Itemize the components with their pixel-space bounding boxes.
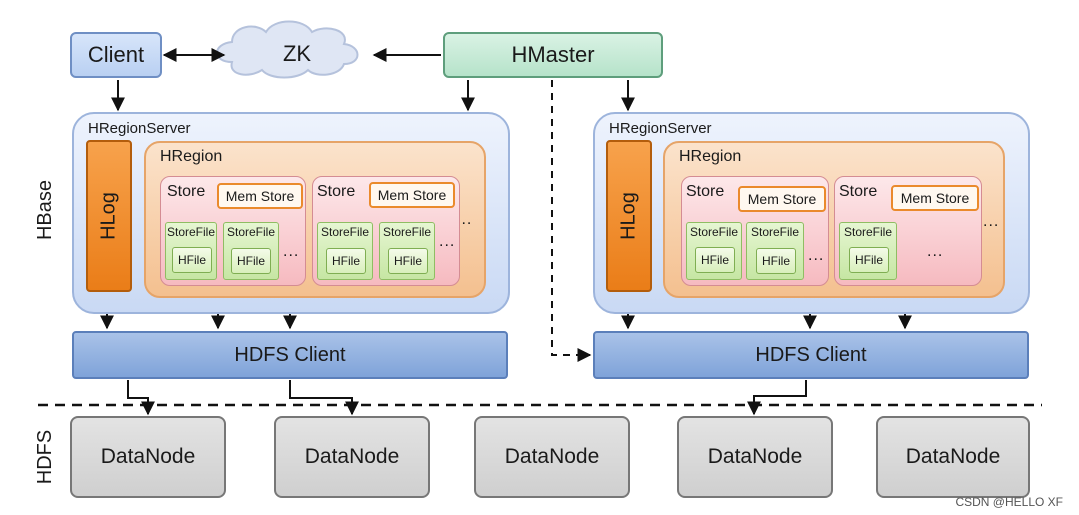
hmaster-label: HMaster — [511, 42, 595, 67]
memstore-box: Mem Store — [217, 183, 303, 209]
memstore-box: Mem Store — [738, 186, 826, 212]
datanode-label: DataNode — [905, 445, 1001, 468]
store-title: Store — [167, 183, 206, 200]
store-title: Store — [839, 183, 878, 200]
memstore-box: Mem Store — [891, 185, 979, 211]
hlog-box-1: HLog — [86, 140, 132, 292]
store-title: Store — [317, 183, 356, 200]
hdfs-side-label: HDFS — [33, 429, 56, 485]
store-dots: ... — [927, 243, 944, 260]
storefile-title: StoreFile — [843, 225, 893, 239]
storefile-title: StoreFile — [750, 225, 800, 239]
hbase-side-label: HBase — [33, 179, 56, 241]
client-box: Client — [70, 32, 162, 78]
storefile-box: StoreFile HFile — [839, 222, 897, 280]
datanode-label: DataNode — [100, 445, 196, 468]
hfile-box: HFile — [326, 248, 366, 274]
storefile-title: StoreFile — [382, 225, 432, 239]
store-2-1: Store Mem Store StoreFile HFile StoreFil… — [681, 176, 829, 286]
hfile-box: HFile — [388, 248, 428, 274]
hdfs1-dn2-arrow — [289, 380, 359, 416]
region-dots: ... — [983, 213, 1000, 230]
store-1-1: Store Mem Store StoreFile HFile StoreFil… — [160, 176, 306, 286]
storefile-box: StoreFile HFile — [686, 222, 742, 280]
datanode-5: DataNode — [876, 416, 1030, 498]
hdfs1-dn1-arrow — [127, 380, 155, 416]
hdfs-client-label: HDFS Client — [234, 343, 346, 366]
datanode-label: DataNode — [304, 445, 400, 468]
hfile-box: HFile — [231, 248, 271, 274]
store-dots: ... — [439, 233, 456, 250]
hfile-box: HFile — [172, 247, 212, 273]
storefile-box: StoreFile HFile — [165, 222, 217, 280]
zk-label: ZK — [282, 41, 312, 66]
zk-cloud-icon — [216, 20, 359, 79]
storefile-title: StoreFile — [166, 225, 216, 239]
store-dots: ... — [808, 247, 825, 264]
hlog-label: HLog — [617, 192, 640, 240]
storefile-title: StoreFile — [226, 225, 276, 239]
region-server-title: HRegionServer — [609, 120, 712, 137]
hregion-title: HRegion — [160, 148, 223, 165]
hregion-title: HRegion — [679, 148, 742, 165]
datanode-label: DataNode — [707, 445, 803, 468]
hfile-box: HFile — [695, 247, 735, 273]
hdfs-client-label: HDFS Client — [755, 343, 867, 366]
hlog-box-2: HLog — [606, 140, 652, 292]
hmaster-hdfs-dashed-arrow — [551, 80, 592, 362]
hdfs-client-1: HDFS Client — [72, 331, 508, 379]
datanode-label: DataNode — [504, 445, 600, 468]
storefile-box: StoreFile HFile — [746, 222, 804, 280]
datanode-3: DataNode — [474, 416, 630, 498]
hlog-label: HLog — [97, 192, 120, 240]
datanode-2: DataNode — [274, 416, 430, 498]
hdfs2-dn4-arrow — [747, 380, 807, 416]
datanode-1: DataNode — [70, 416, 226, 498]
store-1-2: Store Mem Store StoreFile HFile StoreFil… — [312, 176, 460, 286]
hdfs-client-2: HDFS Client — [593, 331, 1029, 379]
storefile-title: StoreFile — [320, 225, 370, 239]
watermark-text: CSDN @HELLO XF — [955, 495, 1063, 509]
memstore-box: Mem Store — [369, 182, 455, 208]
storefile-title: StoreFile — [689, 225, 739, 239]
region-server-title: HRegionServer — [88, 120, 191, 137]
client-label: Client — [87, 42, 145, 67]
storefile-box: StoreFile HFile — [379, 222, 435, 280]
hmaster-box: HMaster — [443, 32, 663, 78]
store-dots: ... — [283, 243, 300, 260]
storefile-box: StoreFile HFile — [223, 222, 279, 280]
hfile-box: HFile — [849, 247, 889, 273]
datanode-4: DataNode — [677, 416, 833, 498]
store-title: Store — [686, 183, 725, 200]
store-2-2: Store Mem Store StoreFile HFile ... — [834, 176, 982, 286]
hfile-box: HFile — [756, 248, 796, 274]
storefile-box: StoreFile HFile — [317, 222, 373, 280]
